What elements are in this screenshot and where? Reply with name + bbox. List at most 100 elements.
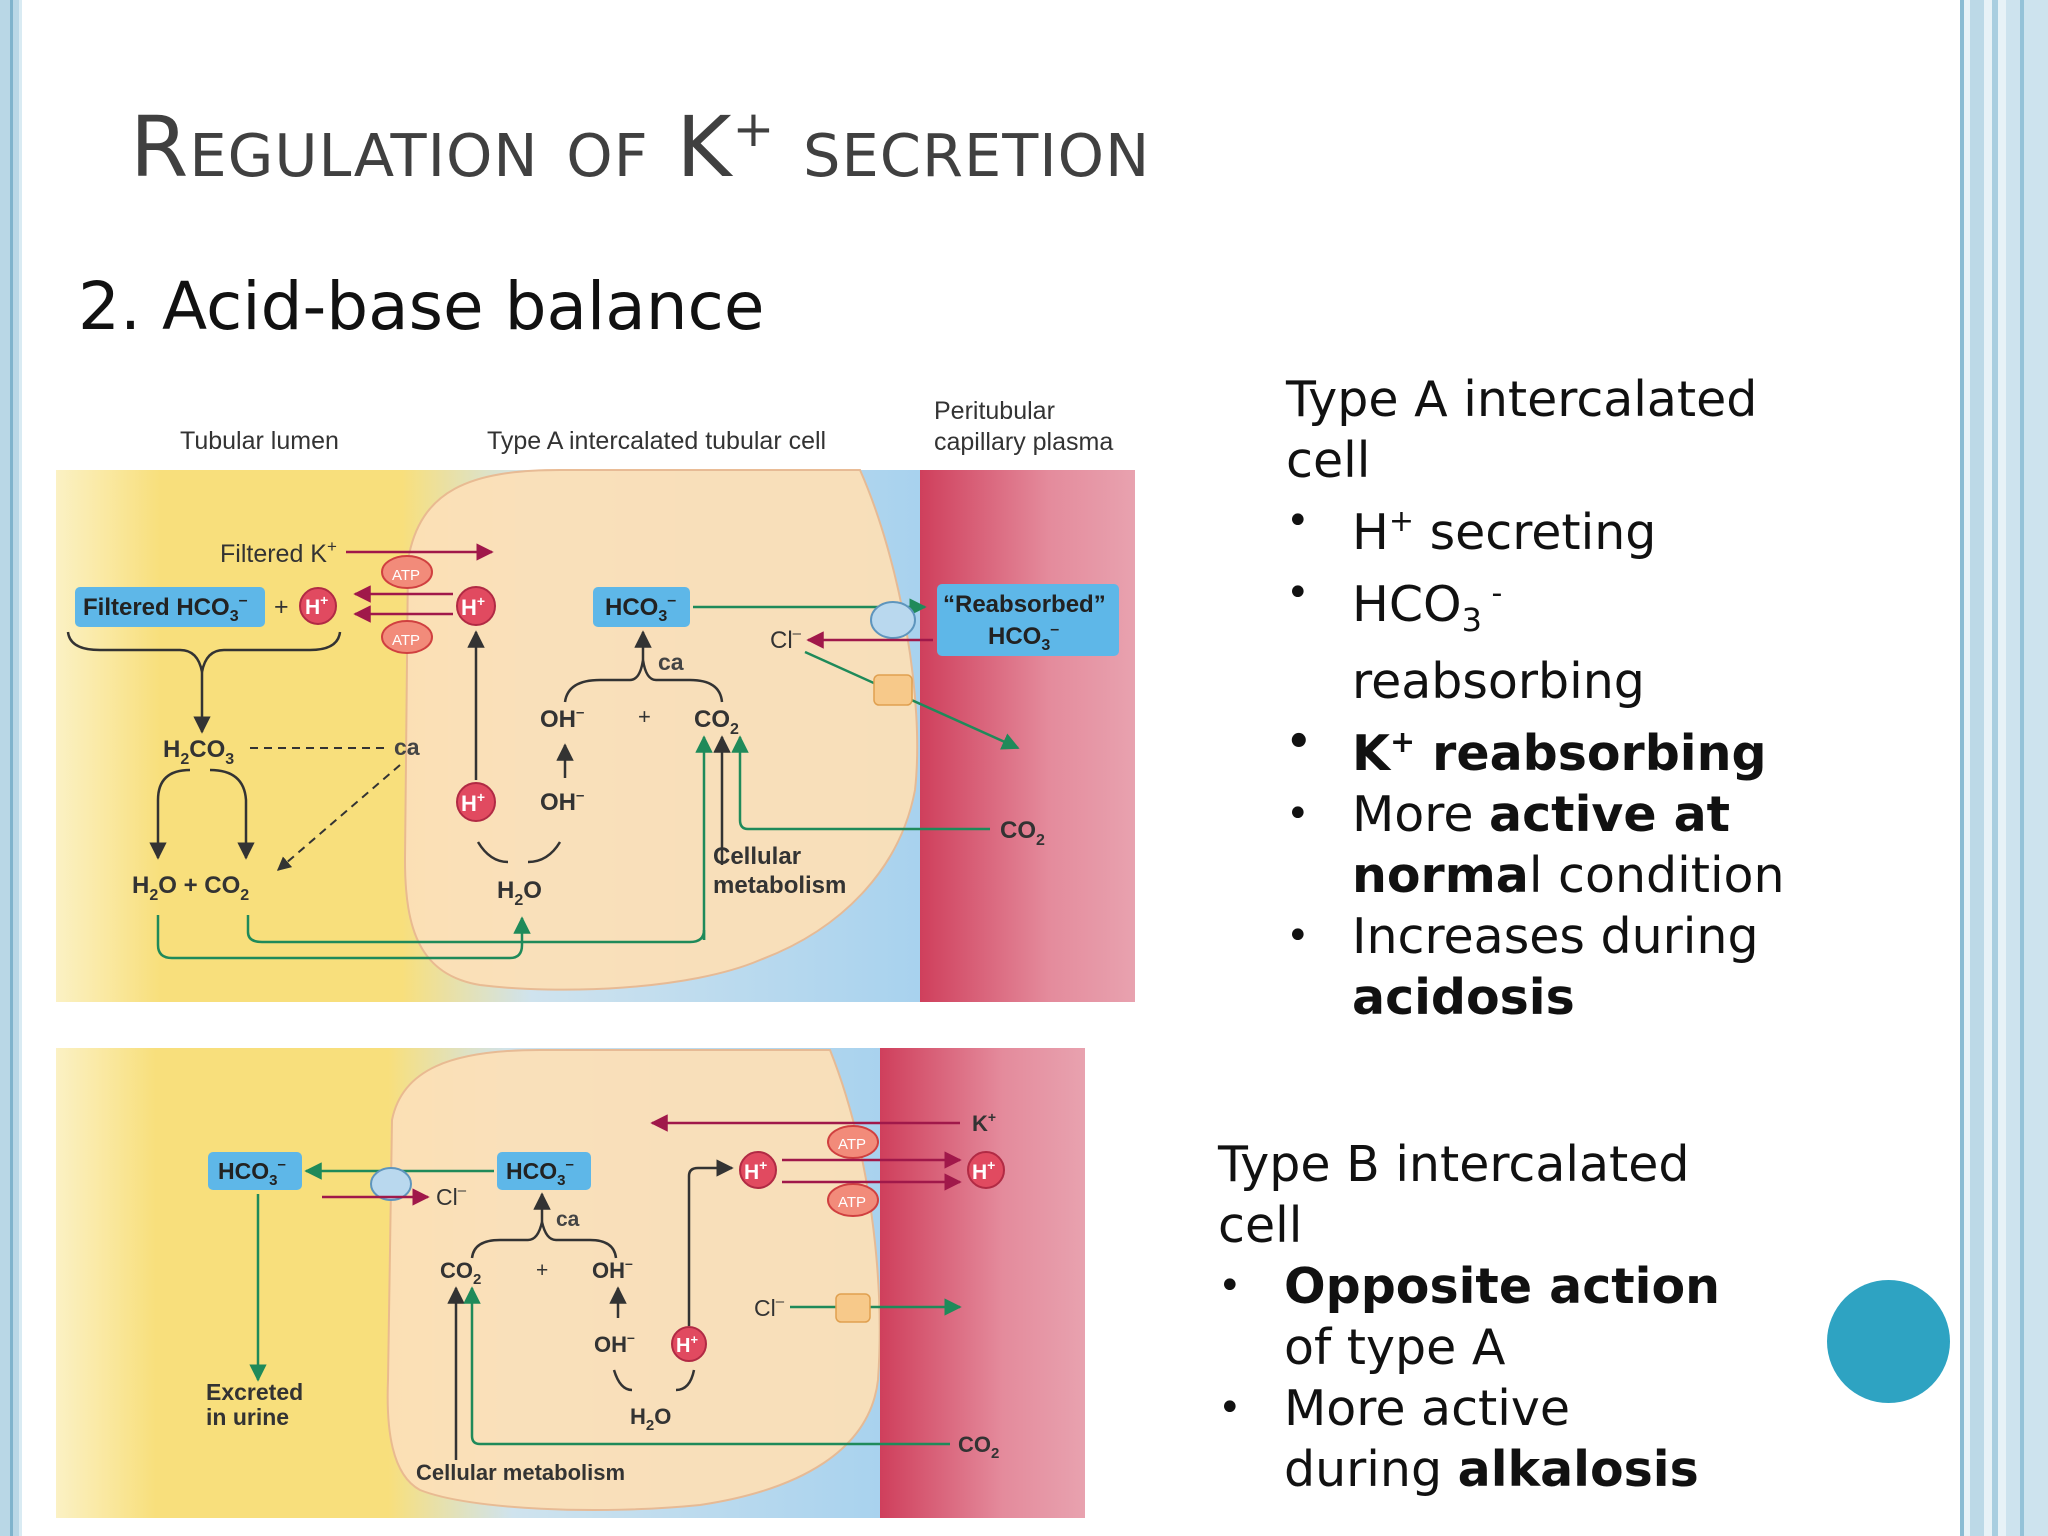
left-frame-stripe bbox=[10, 0, 13, 1536]
plasma-region-b bbox=[880, 1048, 1085, 1518]
atp-pump-top bbox=[381, 555, 433, 589]
slide-subtitle: 2. Acid-base balance bbox=[78, 268, 765, 345]
plus-a: + bbox=[638, 704, 651, 729]
type-a-bullet-k-reabsorbing: K+ reabsorbing bbox=[1286, 712, 1926, 784]
h-ion-lumen bbox=[299, 587, 337, 625]
co2-plasma-label: CO2 bbox=[1000, 817, 1045, 849]
filtered-hco3-box bbox=[75, 587, 265, 627]
h-ion-b-cell bbox=[739, 1151, 777, 1189]
exchanger-a bbox=[870, 601, 916, 639]
atp-b-bottom-label: ATP bbox=[838, 1194, 866, 1211]
atp-label-top: ATP bbox=[392, 567, 420, 584]
right-frame-stripe bbox=[2020, 0, 2024, 1536]
h-ion-b-lower-label: H+ bbox=[676, 1332, 698, 1357]
atp-label-bottom: ATP bbox=[392, 632, 420, 649]
cellular-metabolism-b: Cellular metabolism bbox=[416, 1460, 625, 1485]
co2-label-a: CO2 bbox=[694, 706, 739, 738]
right-frame-stripe bbox=[1970, 0, 1984, 1536]
oh-label-b: OH– bbox=[592, 1255, 633, 1283]
atp-pump-b-top bbox=[827, 1125, 879, 1159]
cl-channel-a bbox=[873, 674, 913, 706]
h-ion-b-plasma-label: H+ bbox=[972, 1157, 995, 1184]
h-ion-b-cell-label: H+ bbox=[744, 1157, 767, 1184]
plus-b: + bbox=[536, 1259, 548, 1282]
ca-label-lumen: ca bbox=[394, 734, 420, 760]
label-capillary-plasma: capillary plasma bbox=[934, 428, 1113, 456]
cl-channel-b bbox=[835, 1293, 871, 1323]
h-ion-b-lower bbox=[671, 1326, 707, 1362]
hco3-lumen-label-b: HCO3– bbox=[218, 1156, 286, 1189]
reabsorbed-hco3-label: HCO3– bbox=[988, 621, 1059, 654]
h-ion-lower bbox=[456, 782, 496, 822]
co2-plasma-path-b bbox=[463, 1286, 950, 1446]
hco3-cell-box bbox=[593, 587, 690, 627]
hco3-cell-box-b bbox=[497, 1152, 591, 1190]
h2o-split-b bbox=[612, 1369, 696, 1392]
title-superscript: + bbox=[732, 100, 776, 158]
label-type-a-cell: Type A intercalated tubular cell bbox=[487, 427, 826, 455]
hco3-cell-label: HCO3– bbox=[605, 592, 676, 625]
right-frame-stripe bbox=[1992, 0, 1998, 1536]
filtered-hco3-label: Filtered HCO3– bbox=[83, 592, 248, 625]
type-a-bullets: H+ secreting HCO3 -reabsorbing K+ reabso… bbox=[1286, 491, 1926, 1028]
k-plus-label-b: K+ bbox=[972, 1109, 996, 1136]
co2-plasma-arrow bbox=[731, 735, 990, 831]
exchanger-b bbox=[370, 1167, 412, 1201]
h2o-split-arrows bbox=[476, 841, 562, 864]
h2o-label-b: H2O bbox=[630, 1404, 671, 1434]
h-ion-lumen-label: H+ bbox=[305, 592, 328, 619]
metabolism-label-a: metabolism bbox=[713, 872, 846, 899]
plasma-region-a bbox=[920, 470, 1135, 1002]
co2-return-path bbox=[246, 915, 706, 944]
h2co3-split-arrows bbox=[156, 768, 248, 855]
cellular-label-a: Cellular bbox=[713, 843, 801, 870]
slide-title: Regulation of K+ secretion bbox=[130, 98, 1150, 196]
cl-label-b2: Cl– bbox=[754, 1293, 785, 1321]
in-urine-label: in urine bbox=[206, 1404, 289, 1430]
atp-pump-b-bottom bbox=[827, 1183, 879, 1217]
oh-label-b2: OH– bbox=[594, 1329, 635, 1357]
co2-plasma-label-b: CO2 bbox=[958, 1432, 999, 1462]
hco3-lumen-box-b bbox=[208, 1152, 302, 1190]
co2-label-b: CO2 bbox=[440, 1258, 481, 1288]
h-up-path-b bbox=[687, 1159, 734, 1326]
type-a-bullet-h-secreting: H+ secreting bbox=[1286, 491, 1926, 563]
h2o-co2-label: H2O + CO2 bbox=[132, 872, 249, 904]
hco3-cell-label-b: HCO3– bbox=[506, 1156, 574, 1189]
h-ion-cell bbox=[456, 586, 496, 626]
green-return-path bbox=[156, 915, 531, 960]
type-a-bullet-hco3: HCO3 -reabsorbing bbox=[1286, 563, 1926, 712]
ca-label-b: ca bbox=[556, 1208, 580, 1231]
reabsorbed-hco3-box bbox=[937, 584, 1119, 656]
label-peritubular: Peritubular bbox=[934, 397, 1055, 425]
cell-body-a bbox=[403, 469, 919, 991]
cl-label: Cl– bbox=[770, 625, 802, 654]
plus-sign: + bbox=[274, 593, 289, 621]
oh-label-a2: OH– bbox=[540, 787, 584, 816]
right-frame-stripe bbox=[1960, 0, 1964, 1536]
ca-label-a: ca bbox=[658, 649, 684, 675]
filtered-k-label: Filtered K+ bbox=[220, 537, 337, 568]
h2o-label-cell: H2O bbox=[497, 877, 542, 909]
h-ion-cell-label: H+ bbox=[461, 593, 485, 620]
title-main: Regulation of K bbox=[130, 98, 733, 196]
atp-b-top-label: ATP bbox=[838, 1136, 866, 1153]
right-frame-border bbox=[1960, 0, 2048, 1536]
right-frame-stripe bbox=[2006, 0, 2048, 1536]
left-frame-border bbox=[0, 0, 22, 1536]
title-end: secretion bbox=[775, 98, 1151, 196]
h-ion-lower-label: H+ bbox=[461, 789, 485, 816]
atp-pump-bottom bbox=[381, 620, 433, 654]
excreted-label: Excreted bbox=[206, 1379, 303, 1405]
kidney-cell-diagram: Tubular lumen Type A intercalated tubula… bbox=[56, 397, 1135, 1518]
h2co3-label: H2CO3 bbox=[163, 736, 234, 768]
decorative-accent-circle bbox=[1827, 1280, 1950, 1403]
